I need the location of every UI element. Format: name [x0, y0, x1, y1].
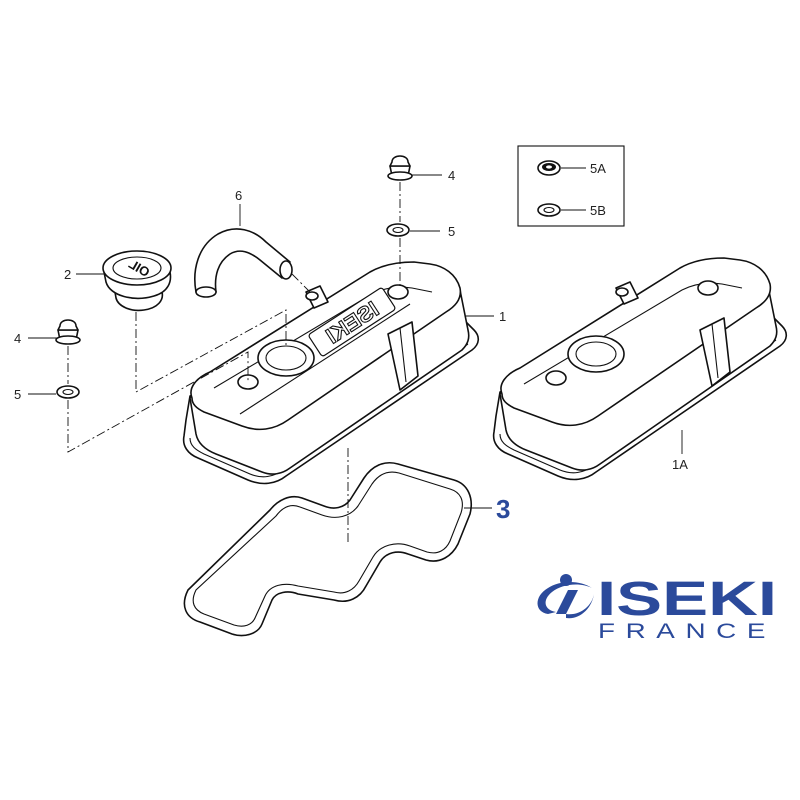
breather-hose	[194, 228, 293, 298]
washer-left	[56, 385, 80, 399]
callout-1a: 1A	[672, 457, 688, 472]
breather-nipple	[305, 285, 329, 309]
alt-parts-inset	[517, 145, 625, 227]
bolt-left	[55, 319, 81, 345]
logo-subtitle: FRANCE	[598, 620, 776, 643]
callout-6: 6	[235, 188, 242, 203]
bolt-top	[387, 155, 413, 181]
leader-lines	[28, 174, 683, 509]
callout-2: 2	[64, 267, 71, 282]
callout-5-left: 5	[14, 387, 21, 402]
callout-5-top: 5	[448, 224, 455, 239]
callout-4-top: 4	[448, 168, 455, 183]
assembly-lines	[67, 182, 401, 542]
valve-cover-gasket	[183, 462, 472, 637]
callout-3: 3	[496, 494, 510, 524]
logo-wordmark: ISEKI	[597, 573, 777, 626]
callout-1: 1	[499, 309, 506, 324]
callout-5b: 5B	[590, 203, 606, 218]
callout-4-left: 4	[14, 331, 21, 346]
washer-top	[386, 223, 410, 237]
valve-cover-main: ISEKI	[182, 261, 480, 485]
oil-filler-cap: OIL	[102, 250, 172, 312]
callout-5a: 5A	[590, 161, 606, 176]
iseki-logo-mark	[537, 574, 594, 619]
iseki-france-logo: ISEKI FRANCE	[537, 573, 777, 643]
valve-cover-alt	[492, 257, 788, 481]
